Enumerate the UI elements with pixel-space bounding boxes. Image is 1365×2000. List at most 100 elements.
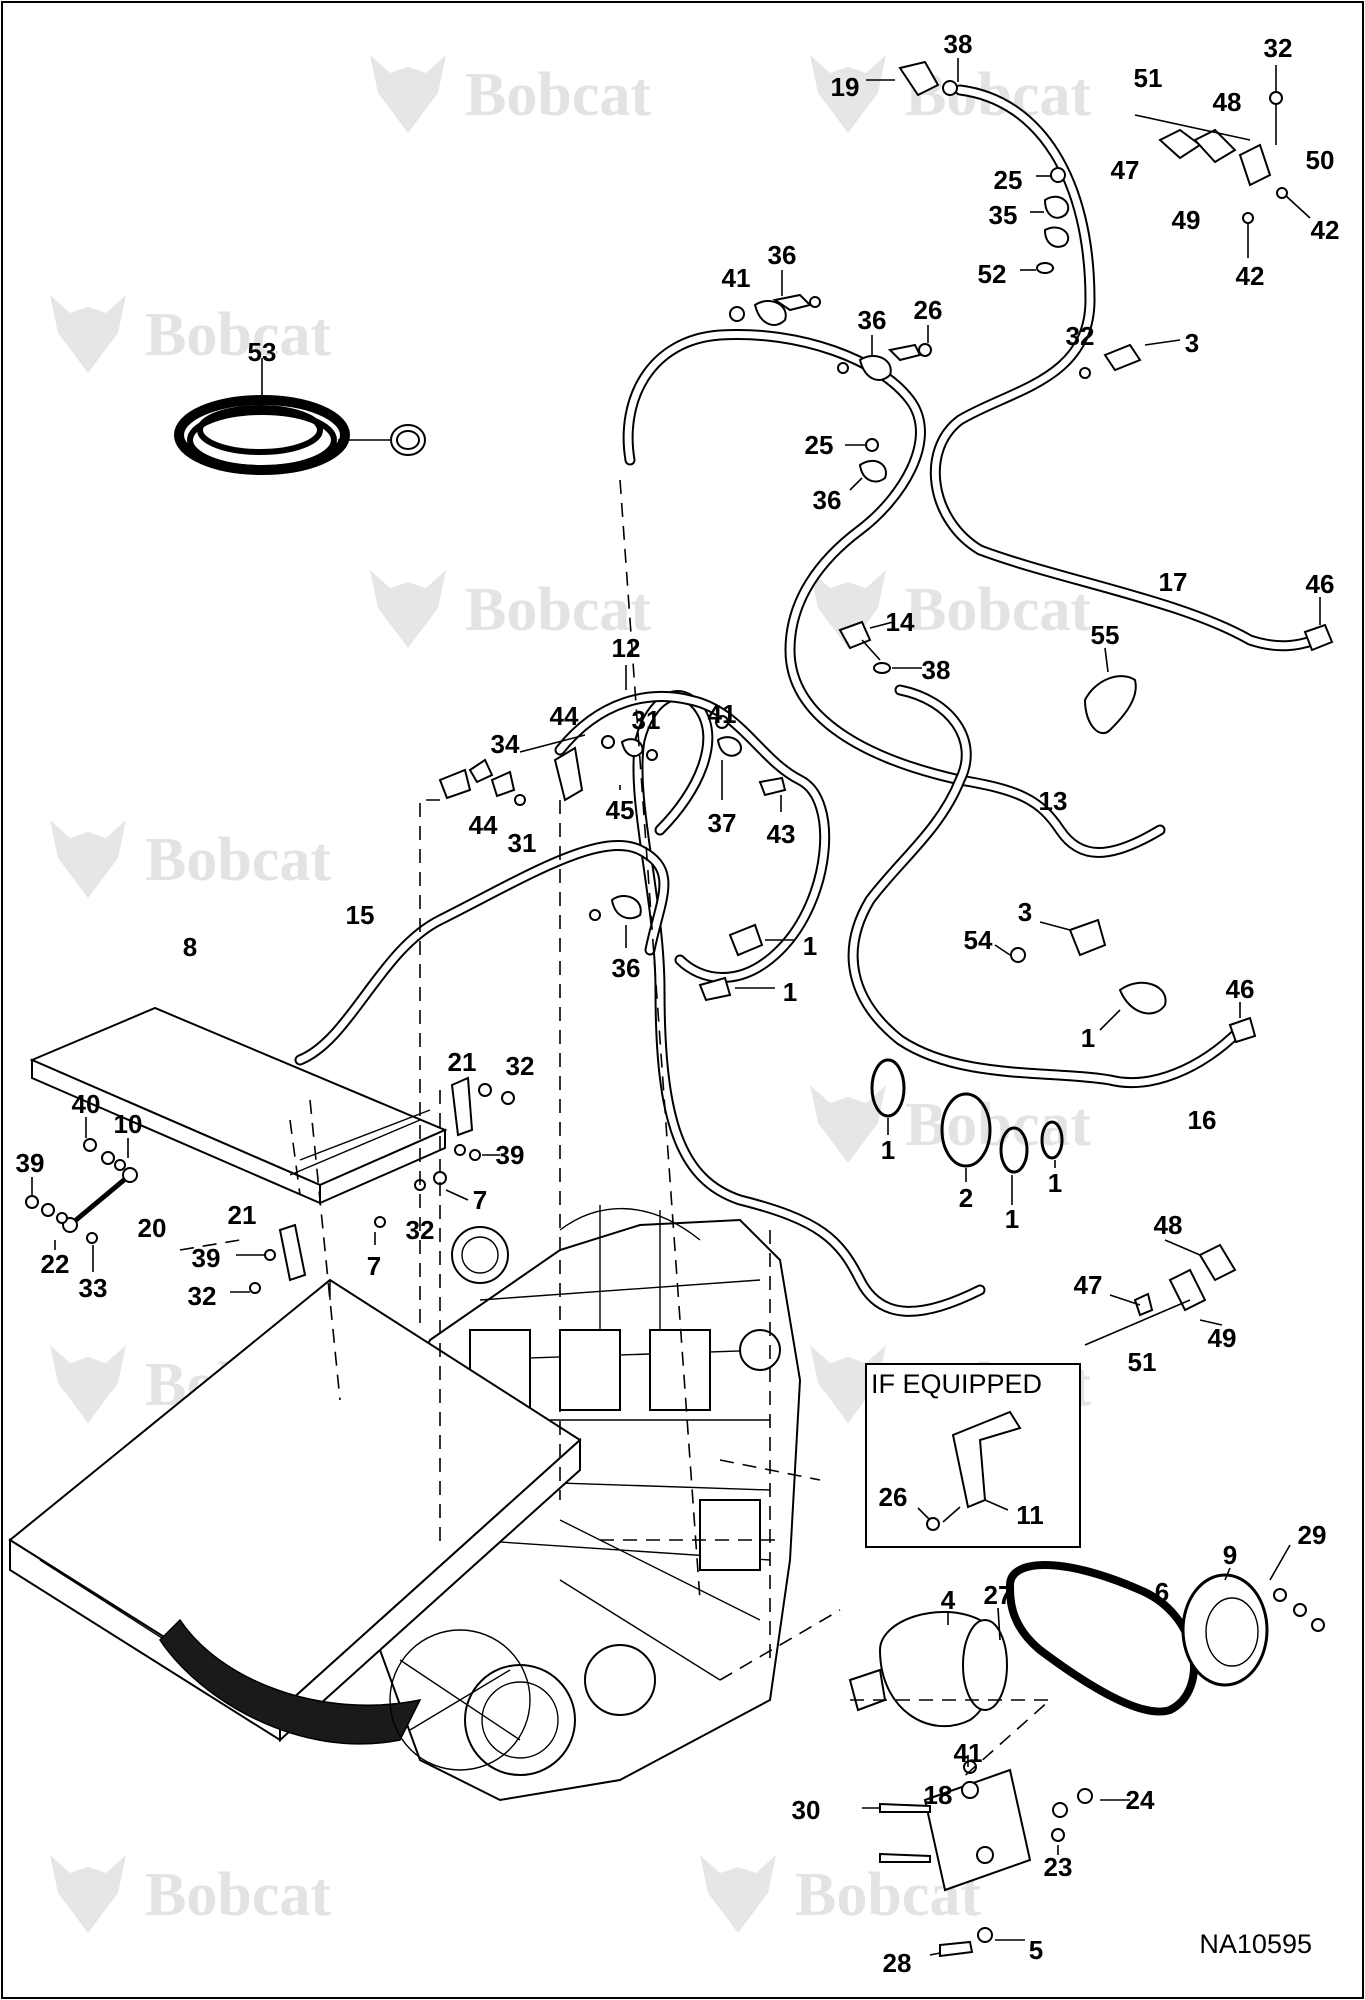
watermark-logo: Bobcat <box>700 1855 981 1933</box>
callout-number: 46 <box>1226 974 1255 1004</box>
watermark-text: Bobcat <box>465 576 651 644</box>
callout-number: 1 <box>1081 1023 1095 1053</box>
callout-number: 25 <box>805 430 834 460</box>
callout-number: 24 <box>1126 1785 1155 1815</box>
callout-number: 32 <box>188 1281 217 1311</box>
callout-number: 14 <box>886 607 915 637</box>
callout-number: 46 <box>1306 569 1335 599</box>
callout-number: 44 <box>469 810 498 840</box>
callout-number: 34 <box>491 729 520 759</box>
callout-number: 2 <box>959 1183 973 1213</box>
callout-number: 38 <box>922 655 951 685</box>
callout-number: 29 <box>1298 1520 1327 1550</box>
callout-number: 40 <box>72 1089 101 1119</box>
callout-number: 53 <box>248 337 277 367</box>
callout-number: 36 <box>768 240 797 270</box>
watermark-logo: Bobcat <box>370 570 651 648</box>
if-equipped-inset: IF EQUIPPED <box>865 1363 1081 1548</box>
callout-number: 44 <box>550 701 579 731</box>
watermark-text: Bobcat <box>465 61 651 129</box>
drawing-number: NA10595 <box>1199 1929 1312 1959</box>
watermark-text: Bobcat <box>145 1861 331 1929</box>
callout-number: 47 <box>1111 155 1140 185</box>
callout-number: 1 <box>1048 1168 1062 1198</box>
callout-number: 4 <box>941 1585 956 1615</box>
assembly-dash-lines <box>179 479 1053 1781</box>
callout-number: 30 <box>792 1795 821 1825</box>
callout-number: 39 <box>496 1140 525 1170</box>
callout-number: 36 <box>858 305 887 335</box>
callout-number: 49 <box>1208 1323 1237 1353</box>
callout-number: 6 <box>1155 1577 1169 1607</box>
callout-number: 31 <box>632 705 661 735</box>
radiator-housing <box>8 1278 582 1771</box>
callout-number: 25 <box>994 165 1023 195</box>
callout-number: 41 <box>708 699 737 729</box>
callout-number: 1 <box>881 1135 895 1165</box>
callout-number: 3 <box>1018 897 1032 927</box>
callout-number: 9 <box>1223 1540 1237 1570</box>
callout-number: 51 <box>1128 1347 1157 1377</box>
callout-number: 21 <box>448 1047 477 1077</box>
callout-number: 17 <box>1159 567 1188 597</box>
watermark-logo: Bobcat <box>810 570 1091 648</box>
callout-number: 52 <box>978 259 1007 289</box>
hose-lines <box>294 84 1321 1317</box>
callout-number: 48 <box>1154 1210 1183 1240</box>
callout-number: 42 <box>1236 261 1265 291</box>
callout-number: 41 <box>722 263 751 293</box>
watermark-text: Bobcat <box>905 1091 1091 1159</box>
hose-coil-53 <box>174 358 426 475</box>
watermark-logo: Bobcat <box>370 55 651 133</box>
callout-number: 5 <box>1029 1935 1043 1965</box>
callout-number: 19 <box>831 72 860 102</box>
callout-number: 45 <box>606 795 635 825</box>
callout-number: 49 <box>1172 205 1201 235</box>
callout-number: 33 <box>79 1273 108 1303</box>
callout-number: 15 <box>346 900 375 930</box>
callout-number: 39 <box>192 1243 221 1273</box>
callout-number: 27 <box>984 1580 1013 1610</box>
callout-number: 41 <box>954 1738 983 1768</box>
callout-number: 1 <box>1005 1204 1019 1234</box>
callout-number: 31 <box>508 828 537 858</box>
callout-number: 35 <box>989 200 1018 230</box>
callout-number: 36 <box>612 953 641 983</box>
condenser-plate <box>29 1006 448 1205</box>
callout-number: 22 <box>41 1249 70 1279</box>
callout-number: 1 <box>783 977 797 1007</box>
callout-number: 8 <box>183 932 197 962</box>
callout-number: 36 <box>813 485 842 515</box>
callout-number: 32 <box>506 1051 535 1081</box>
callout-number: 26 <box>879 1482 908 1512</box>
callout-number: 11 <box>1016 1500 1044 1530</box>
watermark-logo: Bobcat <box>50 820 331 898</box>
callout-number: 55 <box>1091 620 1120 650</box>
callout-number: 39 <box>16 1148 45 1178</box>
callout-number: 32 <box>1066 321 1095 351</box>
watermark-layer: BobcatBobcatBobcatBobcatBobcatBobcatBobc… <box>50 55 1091 1933</box>
callout-number: 10 <box>114 1109 143 1139</box>
inset-caption: IF EQUIPPED <box>871 1369 1042 1399</box>
callout-number: 3 <box>1185 328 1199 358</box>
callout-number: 26 <box>914 295 943 325</box>
callout-number: 7 <box>473 1185 487 1215</box>
watermark-text: Bobcat <box>145 301 331 369</box>
callout-number: 28 <box>883 1948 912 1978</box>
callout-number: 20 <box>138 1213 167 1243</box>
callout-number: 12 <box>612 633 641 663</box>
callout-number: 54 <box>964 925 993 955</box>
callout-number: 38 <box>944 29 973 59</box>
watermark-logo: Bobcat <box>50 1855 331 1933</box>
callout-number: 13 <box>1039 786 1068 816</box>
watermark-text: Bobcat <box>905 576 1091 644</box>
callout-number: 23 <box>1044 1852 1073 1882</box>
callout-number: 7 <box>367 1251 381 1281</box>
callout-number: 37 <box>708 808 737 838</box>
watermark-text: Bobcat <box>145 826 331 894</box>
callout-number: 32 <box>406 1215 435 1245</box>
callout-number: 42 <box>1311 215 1340 245</box>
